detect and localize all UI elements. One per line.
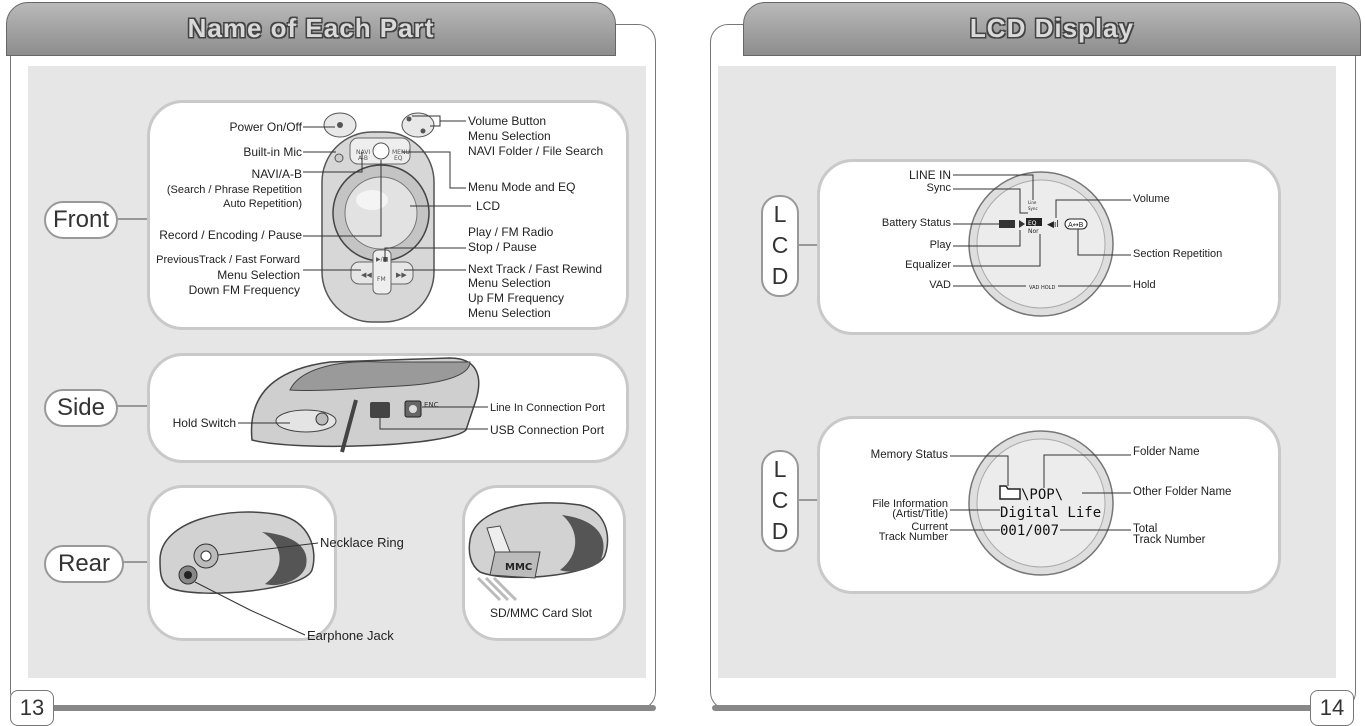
current-track-label-1: Current [911,521,948,533]
right-page-bottom-bar [712,705,1316,711]
rear-leader-lines [194,542,319,636]
side-tag: Side [44,389,118,427]
lcd-tag-1-c: C [771,232,789,258]
mmc-text: MMC [505,562,532,573]
lcd-ab-text: A↔B [1068,221,1084,229]
earphone-jack-label: Earphone Jack [307,628,394,643]
enc-text: ENC [424,401,439,409]
volume-label-3: NAVI Folder / File Search [468,144,604,158]
total-track-label-2: Track Number [1133,534,1206,546]
equalizer-label: Equalizer [905,259,951,271]
line-in-port-label: Line In Connection Port [490,402,605,414]
page-title-right: LCD Display [969,13,1135,43]
navi-sub-label-1: (Search / Phrase Repetition [166,184,302,196]
navi-label: NAVI/A-B [251,167,302,181]
left-page-bottom-bar [50,705,656,711]
side-leader-lines [238,406,488,430]
lcd-tag-2-d: D [771,518,789,544]
lcd-track-number-text: 001/007 [1000,523,1059,539]
sync-label: Sync [926,182,951,194]
navi-sub-label-2: Auto Repetition) [223,198,302,210]
other-folder-name-label: Other Folder Name [1133,486,1232,498]
current-track-label-2: Track Number [878,531,948,543]
front-tag-connector [115,218,150,220]
file-information-label-2: (Artist/Title) [892,508,948,520]
front-tag: Front [44,201,118,239]
line-in-label: LINE IN [908,168,951,182]
lcd-sync-text: Sync [1028,206,1038,211]
battery-status-label: Battery Status [881,217,951,229]
lcd1-leader-lines [953,174,1131,287]
menu-text: MENU [392,149,410,156]
hold-switch-label: Hold Switch [172,416,236,430]
prev-label-3: Down FM Frequency [188,283,300,297]
ab-text: A-B [358,155,368,162]
lcd2-leader-lines [950,454,1131,531]
lcd-tag-2-connector [797,499,819,501]
next-label-3: Up FM Frequency [468,291,565,305]
right-title-tab: LCD Display [743,2,1361,56]
lcd-vad-hold-text: VAD HOLD [1029,285,1055,291]
lcd-tag-1-connector [797,244,819,246]
svg-text:▶/■: ▶/■ [376,256,389,263]
left-title-tab: Name of Each Part [6,2,616,56]
record-label: Record / Encoding / Pause [159,228,302,242]
lcd-nor-text: Nor [1028,228,1039,235]
mic-label: Built-in Mic [243,145,302,159]
prev-label-2: Menu Selection [217,268,300,282]
eq-text: EQ [394,155,403,162]
lcd-tag-1-l: L [773,201,787,227]
svg-text:▶▶: ▶▶ [396,271,407,279]
play-label-1: Play / FM Radio [468,225,554,239]
page-number: 13 [10,690,54,726]
power-label: Power On/Off [229,120,302,134]
prev-label-1: PreviousTrack / Fast Forward [156,254,300,266]
lcd-eq-text: EQ [1028,220,1037,227]
next-label-1: Next Track / Fast Rewind [468,262,603,276]
lcd-tag-1: L C D [761,195,799,297]
lcd-folder-path-text: \POP\ [1021,487,1063,503]
fm-text: FM [377,276,386,283]
next-label-2: Menu Selection [468,276,551,290]
svg-text:◀◀: ◀◀ [361,271,372,279]
volume-label-2: Menu Selection [468,129,551,143]
volume-status-label: Volume [1133,193,1170,205]
page-number-right: 14 [1310,690,1354,726]
lcd-tag-1-d: D [771,263,789,289]
rear-tag: Rear [44,545,124,583]
lcd-tag-2: L C D [761,450,799,552]
total-track-label-1: Total [1133,523,1158,535]
rear-tag-connector [115,561,150,563]
play-label-2: Stop / Pause [468,240,537,254]
lcd-label: LCD [476,199,501,213]
folder-name-label: Folder Name [1133,446,1200,458]
vad-label: VAD [929,279,951,291]
svg-text:◀ıl: ◀ıl [1047,220,1059,230]
lcd-tag-2-l: L [773,456,787,482]
file-information-label-1: File Information [872,498,948,510]
page-title: Name of Each Part [187,13,435,43]
lcd-tag-2-c: C [771,487,789,513]
front-leader-lines [303,115,471,271]
hold-status-label: Hold [1133,279,1156,291]
volume-label-1: Volume Button [468,114,547,128]
usb-port-label: USB Connection Port [490,423,605,437]
sd-mmc-slot-label: SD/MMC Card Slot [490,606,593,620]
navi-text: NAVI [356,149,370,156]
section-repetition-label: Section Repetition [1133,248,1223,260]
lcd-title-text: Digital Life [1000,505,1101,521]
menu-eq-label: Menu Mode and EQ [468,180,576,194]
side-tag-connector [115,405,150,407]
lcd-line-text: Line [1028,200,1037,205]
memory-status-label: Memory Status [870,449,948,461]
play-status-label: Play [929,239,951,251]
next-label-4: Menu Selection [468,306,551,320]
necklace-ring-label: Necklace Ring [320,535,404,550]
